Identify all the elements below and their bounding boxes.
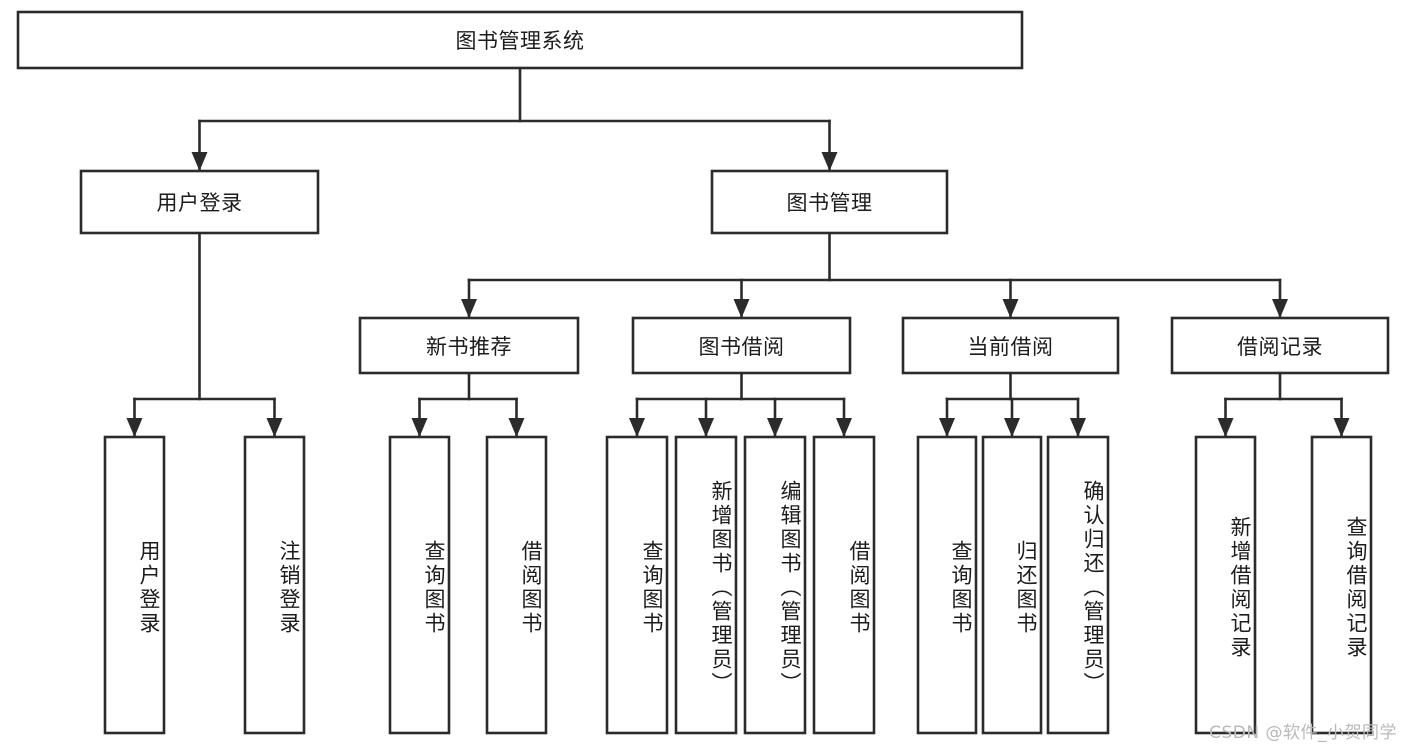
- node-box-leaf-query-book-1[interactable]: [388, 435, 451, 735]
- node-box-leaf-borrow-book-2[interactable]: [812, 435, 876, 735]
- node-box-leaf-add-borrow-record[interactable]: [1194, 435, 1257, 735]
- node-box-book-borrow[interactable]: [631, 316, 852, 375]
- arrow-head-leaf-query-book-2: [629, 418, 645, 437]
- arrow-head-leaf-user-logout: [266, 418, 283, 437]
- node-box-borrow-record[interactable]: [1170, 316, 1390, 375]
- arrow-head-leaf-add-borrow-record: [1217, 418, 1234, 437]
- arrow-head-book-borrow: [733, 299, 750, 318]
- node-box-current-borrow[interactable]: [901, 316, 1120, 375]
- arrow-head-leaf-user-login: [126, 418, 143, 437]
- arrow-head-leaf-add-book-admin: [698, 418, 714, 437]
- node-box-leaf-user-login[interactable]: [103, 435, 166, 735]
- node-box-leaf-query-book-3[interactable]: [916, 435, 978, 735]
- node-box-leaf-user-logout[interactable]: [243, 435, 306, 735]
- arrow-head-leaf-return-book: [1004, 418, 1020, 437]
- node-box-leaf-confirm-return-admin[interactable]: [1046, 435, 1110, 735]
- node-box-leaf-query-book-2[interactable]: [605, 435, 669, 735]
- node-box-root[interactable]: [16, 10, 1024, 70]
- arrow-head-user-login: [191, 152, 208, 171]
- arrow-head-book-management: [821, 152, 838, 171]
- connectors-layer: [126, 66, 1350, 438]
- node-box-leaf-return-book[interactable]: [981, 435, 1043, 735]
- arrow-head-leaf-confirm-return-admin: [1070, 418, 1086, 437]
- arrow-head-leaf-query-borrow-record: [1333, 418, 1350, 437]
- node-box-leaf-edit-book-admin[interactable]: [743, 435, 807, 735]
- arrow-head-leaf-query-book-1: [411, 418, 428, 437]
- node-box-leaf-add-book-admin[interactable]: [674, 435, 738, 735]
- arrow-head-leaf-edit-book-admin: [767, 418, 783, 437]
- arrow-head-leaf-borrow-book-1: [508, 418, 525, 437]
- node-box-book-management[interactable]: [710, 169, 949, 235]
- node-box-user-login[interactable]: [79, 169, 320, 235]
- arrow-head-current-borrow: [1002, 299, 1019, 318]
- node-box-new-book-recommend[interactable]: [358, 316, 580, 375]
- arrow-head-new-book-recommend: [461, 299, 477, 318]
- arrow-head-leaf-query-book-3: [939, 418, 955, 437]
- arrow-head-borrow-record: [1272, 299, 1288, 318]
- watermark: CSDN @软件_小贺同学: [1209, 723, 1397, 743]
- node-box-leaf-query-borrow-record[interactable]: [1310, 435, 1373, 735]
- node-box-leaf-borrow-book-1[interactable]: [485, 435, 548, 735]
- arrow-head-leaf-borrow-book-2: [836, 418, 852, 437]
- boxes-layer: [16, 10, 1390, 735]
